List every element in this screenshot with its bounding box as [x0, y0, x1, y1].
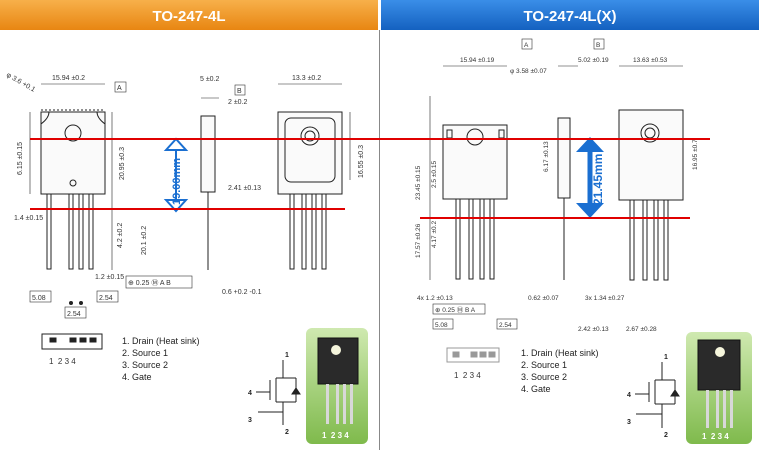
left-box1-frame — [29, 290, 52, 303]
left-dim-box2: 2.54 — [99, 295, 113, 302]
right-dim-tolerance: ⊕ 0.25 Ⓜ B A — [435, 306, 476, 314]
left-dim-height-left: 6.15 ±0.15 — [17, 142, 24, 175]
right-datum-a-box — [521, 38, 533, 50]
left-box2-frame — [96, 290, 119, 303]
right-header-bar — [381, 0, 759, 30]
left-datum-b: B — [237, 88, 242, 95]
left-legend-3: 3. Source 2 — [122, 360, 168, 370]
left-dim-hole: φ 3.6 +0.1 — [5, 72, 36, 94]
right-dim-width-side: 5.02 ±0.19 — [578, 57, 609, 64]
right-side-view — [557, 65, 578, 280]
left-photo-pins: 1 2 3 4 — [322, 431, 349, 440]
right-dim-width-bottom1: 2.42 ±0.13 — [578, 326, 609, 333]
right-dim-pitch: 4x 1.2 ±0.13 — [417, 295, 453, 302]
right-box1-frame — [432, 318, 454, 330]
right-datum-a: A — [524, 42, 529, 49]
left-photo — [306, 328, 368, 444]
left-sym-pin3: 3 — [248, 417, 252, 424]
left-dim-lead-thickness: 2.41 ±0.13 — [228, 185, 261, 192]
left-dim-box1: 5.08 — [32, 295, 46, 302]
right-legend-4: 4. Gate — [521, 384, 551, 394]
left-sym-pin2: 2 — [285, 429, 289, 436]
left-dim-width-top: 15.94 ±0.2 — [52, 75, 85, 82]
left-package-outline — [41, 333, 103, 350]
right-photo-pins: 1 2 3 4 — [702, 432, 729, 441]
left-sym-pin1: 1 — [285, 352, 289, 359]
right-box2-frame — [496, 318, 518, 330]
left-dim-tolerance: ⊕ 0.25 Ⓜ A B — [128, 279, 171, 287]
left-pin-dot2 — [79, 301, 83, 305]
left-tolerance-frame — [125, 275, 193, 289]
right-dim-width-bottom2: 2.67 ±0.28 — [626, 326, 657, 333]
right-dim-h4: 17.57 ±0.26 — [415, 223, 422, 258]
right-title: TO-247-4L(X) — [523, 8, 616, 25]
left-dim-box3: 2.54 — [67, 311, 81, 318]
right-datum-b-box — [593, 38, 605, 50]
right-dim-hole: φ 3.58 ±0.07 — [510, 68, 547, 75]
right-dim-box2: 2.54 — [499, 322, 512, 329]
right-tolerance-frame — [432, 303, 486, 315]
right-dim-height-back: 16.95 ±0.7 — [692, 139, 699, 170]
left-dim-width-side: 5 ±0.2 — [200, 76, 220, 83]
right-dim-box1: 5.08 — [435, 322, 448, 329]
left-datum-b-box — [234, 84, 246, 96]
right-dim-width-back: 13.63 ±0.53 — [633, 57, 668, 64]
right-sym-pin4: 4 — [627, 392, 631, 399]
left-mosfet-symbol — [256, 360, 301, 425]
left-legend-2: 2. Source 1 — [122, 348, 168, 358]
right-legend-1: 1. Drain (Heat sink) — [521, 348, 599, 358]
right-legend-3: 3. Source 2 — [521, 372, 567, 382]
right-package-outline — [446, 347, 500, 363]
right-sym-pin1: 1 — [664, 354, 668, 361]
right-photo — [686, 332, 752, 444]
right-dim-width-top: 15.94 ±0.19 — [460, 57, 495, 64]
right-dim-lead-width: 3x 1.34 ±0.27 — [585, 295, 625, 302]
right-back-view — [618, 65, 684, 281]
left-dim-width-back: 13.3 ±0.2 — [292, 75, 321, 82]
right-sym-pin3: 3 — [627, 419, 631, 426]
right-datum-b: B — [596, 42, 600, 49]
right-dim-h3: 6.17 ±0.13 — [543, 141, 550, 172]
left-dim-lead-width: 1.4 ±0.15 — [14, 215, 43, 222]
right-gauge-label: 21.45mm — [591, 154, 605, 205]
left-legend-1: 1. Drain (Heat sink) — [122, 336, 200, 346]
right-dim-lead-t: 0.62 ±0.07 — [528, 295, 559, 302]
right-legend-2: 2. Source 1 — [521, 360, 567, 370]
left-dim-lead-t: 0.6 +0.2 -0.1 — [222, 289, 262, 296]
left-side-view — [200, 97, 219, 270]
right-dim-h1: 23.45 ±0.15 — [415, 165, 422, 200]
left-dim-height-back: 16.55 ±0.3 — [358, 145, 365, 178]
left-front-view — [29, 83, 113, 270]
left-dim-tab-thickness: 2 ±0.2 — [228, 99, 248, 106]
left-box3-frame — [64, 306, 87, 319]
left-title: TO-247-4L — [152, 8, 225, 25]
left-gauge-arrow — [163, 137, 189, 213]
left-datum-a: A — [117, 85, 122, 92]
left-sym-pin4: 4 — [248, 390, 252, 397]
left-gauge-label: 19.00mm — [171, 158, 183, 205]
left-dim-lead-height1: 4.2 ±0.2 — [117, 223, 124, 248]
left-dim-lead-height2: 20.1 ±0.2 — [141, 226, 148, 255]
left-pin-numbers: 1 2 3 4 — [49, 357, 76, 366]
right-pin-numbers: 1 2 3 4 — [454, 371, 481, 380]
left-legend-4: 4. Gate — [122, 372, 152, 382]
left-dim-height-body: 20.95 ±0.3 — [119, 147, 126, 180]
right-dim-h5: 4.17 ±0.2 — [431, 221, 438, 248]
right-dim-h2: 2.5 ±0.15 — [431, 161, 438, 188]
left-datum-a-box — [114, 81, 127, 93]
left-back-view — [277, 83, 351, 270]
right-sym-pin2: 2 — [664, 432, 668, 439]
right-front-view — [429, 65, 508, 280]
left-header-bar — [0, 0, 378, 30]
left-dim-pitch: 1.2 ±0.15 — [95, 274, 124, 281]
left-pin-dot1 — [69, 301, 73, 305]
right-mosfet-symbol — [635, 362, 680, 428]
right-gauge-arrow — [576, 137, 604, 218]
